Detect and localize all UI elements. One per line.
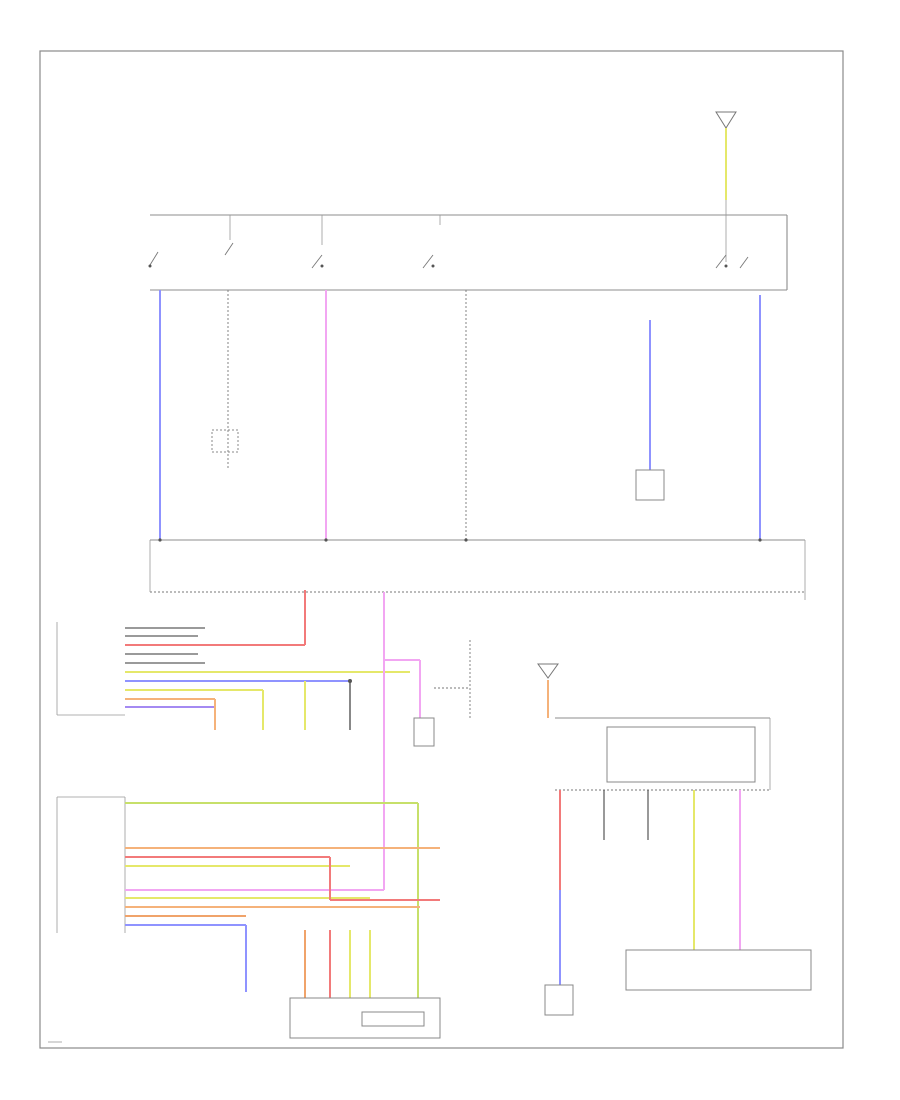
connector-pin [758,538,762,542]
right-module-wires [559,790,741,985]
ignition-switch-contacts [149,242,749,269]
diagram-frame [39,50,844,1049]
pcm-relay-box [635,469,665,501]
pcm-lower-box [544,984,574,1016]
connector-pin [464,538,468,542]
brake-sensor-box [413,717,435,747]
switch-dot [320,264,324,268]
bottom-connector-inner [361,1011,425,1027]
splice-dot [348,679,352,683]
steering-module-wires [125,802,440,998]
top-power-source [715,111,737,200]
switch-dot [724,264,728,268]
start-stop-button-box [625,949,812,991]
switch-dot [148,264,152,268]
left-small-module [211,429,239,453]
switch-dot [431,264,435,268]
connector-pin [324,538,328,542]
connector-pin [158,538,162,542]
right-source-symbol [537,663,559,679]
top-source-symbol [715,111,737,129]
bottom-connector-drops [304,930,371,998]
right-module-inner [606,726,756,783]
bcm-output-wires [125,627,410,708]
bottom-connector-box [289,997,441,1039]
